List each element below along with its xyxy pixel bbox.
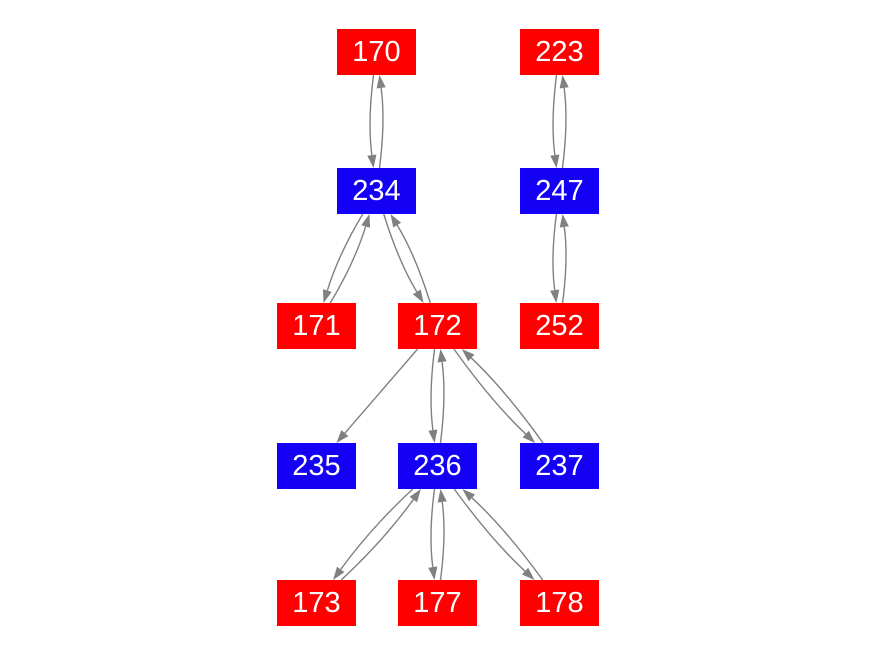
graph-edge-236-to-172 bbox=[437, 349, 447, 444]
graph-node-label: 237 bbox=[535, 449, 584, 482]
graph-node-label: 247 bbox=[535, 174, 584, 207]
graph-edge-234-to-171 bbox=[322, 213, 364, 303]
graph-edge-173-to-236 bbox=[340, 489, 421, 581]
graph-node-247[interactable]: 247 bbox=[520, 168, 599, 214]
graph-node-237[interactable]: 237 bbox=[520, 443, 599, 489]
graph-node-label: 178 bbox=[535, 586, 584, 619]
graph-node-label: 171 bbox=[292, 309, 341, 342]
graph-edge-223-to-247 bbox=[550, 74, 560, 168]
graph-edge-172-to-234 bbox=[390, 214, 431, 304]
graph-edge-234-to-170 bbox=[376, 75, 386, 169]
graph-node-label: 236 bbox=[413, 449, 462, 482]
graph-node-236[interactable]: 236 bbox=[398, 443, 477, 489]
graph-edge-172-to-236 bbox=[428, 348, 438, 443]
graph-node-label: 235 bbox=[292, 449, 341, 482]
graph-edge-178-to-236 bbox=[462, 489, 544, 581]
graph-edge-247-to-252 bbox=[550, 213, 560, 303]
graph-node-234[interactable]: 234 bbox=[337, 168, 416, 214]
graph-node-label: 172 bbox=[413, 309, 462, 342]
graph-node-171[interactable]: 171 bbox=[277, 303, 356, 349]
graph-node-label: 170 bbox=[352, 35, 401, 68]
graph-node-label: 177 bbox=[413, 586, 462, 619]
graph-node-178[interactable]: 178 bbox=[520, 580, 599, 626]
graph-edge-237-to-172 bbox=[461, 349, 544, 444]
graph-node-252[interactable]: 252 bbox=[520, 303, 599, 349]
graph-edge-172-to-235 bbox=[336, 348, 419, 443]
graph-edge-236-to-178 bbox=[453, 488, 535, 580]
graph-edge-236-to-177 bbox=[428, 488, 438, 580]
graph-node-223[interactable]: 223 bbox=[520, 29, 599, 75]
graph-node-label: 234 bbox=[352, 174, 401, 207]
graph-node-label: 173 bbox=[292, 586, 341, 619]
graph-node-170[interactable]: 170 bbox=[337, 29, 416, 75]
graph-node-172[interactable]: 172 bbox=[398, 303, 477, 349]
graph-node-177[interactable]: 177 bbox=[398, 580, 477, 626]
graph-edge-247-to-223 bbox=[559, 75, 569, 169]
graph-edge-171-to-234 bbox=[329, 214, 371, 304]
graph-edge-236-to-173 bbox=[333, 488, 414, 580]
graph-node-235[interactable]: 235 bbox=[277, 443, 356, 489]
graph-edge-170-to-234 bbox=[367, 74, 377, 168]
graph-node-label: 223 bbox=[535, 35, 584, 68]
graph-node-label: 252 bbox=[535, 309, 584, 342]
graph-edge-234-to-172 bbox=[383, 213, 424, 303]
graph-edge-252-to-247 bbox=[559, 214, 569, 304]
graph-edge-177-to-236 bbox=[437, 489, 447, 581]
graph-node-173[interactable]: 173 bbox=[277, 580, 356, 626]
graph-edge-172-to-237 bbox=[453, 348, 536, 443]
